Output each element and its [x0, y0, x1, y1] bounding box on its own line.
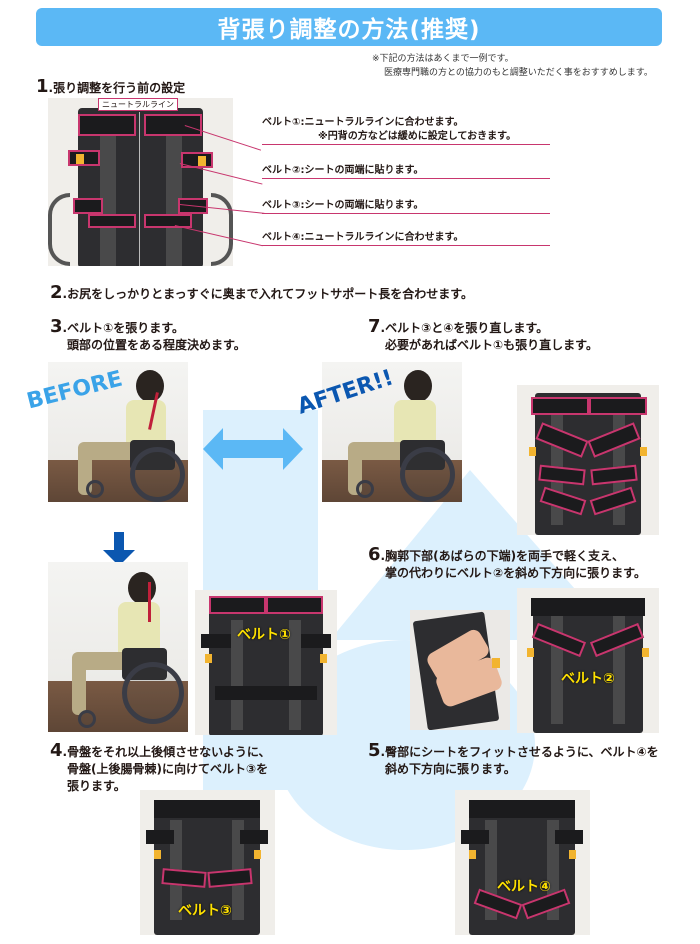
belt3-description: ベルト③:シートの両端に貼ります。	[262, 199, 550, 214]
neutral-line-tag: ニュートラルライン	[98, 98, 178, 111]
disclaimer-note-1: ※下記の方法はあくまで一例です。	[372, 54, 514, 64]
down-arrow-icon	[103, 532, 135, 566]
step5-line2: 斜め下方向に張ります。	[385, 762, 516, 776]
step7-line2: 必要があればベルト①も張り直します。	[385, 338, 598, 352]
step1-number: 1	[36, 76, 49, 97]
step3-photo-person-wheelchair	[48, 562, 188, 732]
step3-line2: 頭部の位置をある程度決めます。	[67, 338, 246, 352]
step3-number: 3	[50, 316, 63, 337]
step5-belt-label: ベルト④	[497, 879, 551, 895]
disclaimer-note-2: 医療専門職の方との協力のもと調整いただく事をおすすめします。	[384, 68, 653, 78]
step4-line3: 張ります。	[67, 779, 126, 793]
step3-line1: .ベルト①を張ります。	[62, 321, 185, 335]
belt1-description: ベルト①:ニュートラルラインに合わせます。 ※円背の方などは緩めに設定しておきま…	[262, 116, 550, 145]
step4-title: 4.骨盤をそれ以上後傾させないように、 骨盤(上後腸骨棘)に向けてベルト③を 張…	[50, 742, 271, 795]
step7-photo-seat-back	[517, 385, 659, 535]
step2-number: 2	[50, 282, 63, 303]
step6-belt-label: ベルト②	[561, 671, 615, 687]
step1-photo-seat-back: ニュートラルライン	[48, 98, 233, 266]
step5-number: 5	[368, 740, 381, 761]
step6-line2: 掌の代わりにベルト②を斜め下方向に張ります。	[385, 566, 646, 580]
step6-photo-belt2: ベルト②	[517, 588, 659, 733]
step3-title: 3.ベルト①を張ります。 頭部の位置をある程度決めます。	[50, 318, 246, 354]
step1-title: 1.張り調整を行う前の設定	[36, 78, 185, 97]
step7-title: 7.ベルト③と④を張り直します。 必要があればベルト①も張り直します。	[368, 318, 598, 354]
step4-line1: .骨盤をそれ以上後傾させないように、	[62, 745, 271, 759]
step6-title: 6.胸郭下部(あばらの下端)を両手で軽く支え、 掌の代わりにベルト②を斜め下方向…	[368, 546, 646, 582]
step4-number: 4	[50, 740, 63, 761]
step2-title: 2.お尻をしっかりとまっすぐに奥まで入れてフットサポート長を合わせます。	[50, 284, 473, 303]
step3-belt-label: ベルト①	[237, 627, 291, 643]
after-photo-person-wheelchair	[322, 362, 462, 502]
before-photo-person-wheelchair	[48, 362, 188, 502]
step6-photo-hands-support	[410, 610, 510, 730]
belt2-description: ベルト②:シートの両端に貼ります。	[262, 164, 550, 179]
belt1-sublabel: ※円背の方などは緩めに設定しておきます。	[318, 131, 517, 142]
step4-line2: 骨盤(上後腸骨棘)に向けてベルト③を	[67, 762, 269, 776]
step5-title: 5.臀部にシートをフィットさせるように、ベルト④を 斜め下方向に張ります。	[368, 742, 659, 778]
step5-line1: .臀部にシートをフィットさせるように、ベルト④を	[380, 745, 659, 759]
step5-photo-belt4: ベルト④	[455, 790, 590, 935]
page-title: 背張り調整の方法(推奨)	[36, 8, 662, 46]
step4-belt-label: ベルト③	[178, 903, 232, 919]
step2-text: .お尻をしっかりとまっすぐに奥まで入れてフットサポート長を合わせます。	[62, 287, 474, 301]
belt4-description: ベルト④:ニュートラルラインに合わせます。	[262, 231, 550, 246]
step3-photo-belt1: ベルト①	[195, 590, 337, 735]
belt1-label: ベルト①:ニュートラルラインに合わせます。	[262, 117, 464, 128]
compare-double-arrow-icon	[203, 428, 303, 470]
step7-number: 7	[368, 316, 381, 337]
step1-text: .張り調整を行う前の設定	[48, 81, 186, 95]
step7-line1: .ベルト③と④を張り直します。	[380, 321, 549, 335]
step6-number: 6	[368, 544, 381, 565]
step6-line1: .胸郭下部(あばらの下端)を両手で軽く支え、	[380, 549, 625, 563]
step4-photo-belt3: ベルト③	[140, 790, 275, 935]
